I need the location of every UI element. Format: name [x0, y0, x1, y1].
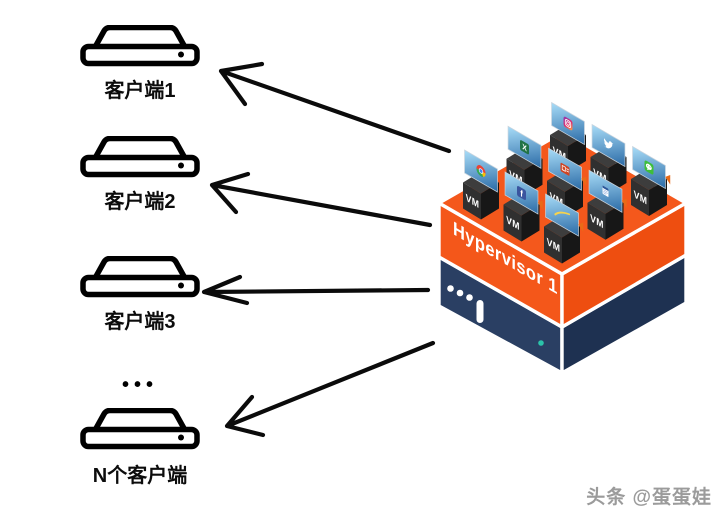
vm-cube-facebook: VM f [503, 171, 543, 242]
client-1: 客户端1 [45, 25, 235, 103]
power-bar [476, 300, 484, 323]
client-n: ••• N个客户端 [45, 374, 235, 488]
vm-screen [632, 145, 671, 190]
screen-arrow-marker [581, 176, 587, 187]
instagram-icon [563, 116, 573, 131]
excel-icon: X [520, 140, 530, 155]
vm-screen [545, 193, 584, 237]
arrow-to-client-3 [201, 274, 431, 306]
wechat-icon [644, 160, 654, 175]
client-1-label: 客户端1 [104, 80, 176, 102]
status-led [538, 340, 544, 346]
vm-stack: VM VM X VM [463, 101, 671, 264]
vm-screen [591, 123, 626, 168]
word-document-icon [602, 185, 609, 197]
screen-arrow-marker [621, 198, 627, 209]
power-dots [447, 285, 473, 301]
vm-cube-word: VM [587, 169, 627, 240]
more-clients-ellipsis: ••• [121, 374, 158, 396]
desktop-wallpaper-icon [554, 211, 571, 216]
vm-cube-chrome: VM [463, 149, 499, 220]
watermark: 头条 @蛋蛋娃 [586, 487, 712, 508]
chrome-icon [476, 165, 486, 177]
client-2: 客户端2 [45, 136, 235, 214]
twitter-bird-icon [603, 138, 614, 149]
arrow-to-client-2 [209, 171, 433, 228]
svg-text:X: X [522, 142, 527, 154]
screen-arrow-marker [537, 200, 543, 210]
facebook-icon: f [517, 185, 527, 201]
svg-text:f: f [520, 188, 523, 200]
vm-screen: X [507, 125, 542, 169]
client-3-label: 客户端3 [104, 311, 176, 333]
vm-screen [551, 101, 585, 146]
arrow-to-client-n [224, 340, 436, 438]
vm-cube-wechat: VM [631, 145, 671, 216]
arrow-to-client-1 [218, 61, 452, 154]
screen-arrow-marker [665, 175, 671, 185]
vm-screen [464, 149, 498, 193]
powerpoint-icon [560, 162, 570, 176]
client-n-label: N个客户端 [92, 465, 188, 487]
screen-arrow-marker [578, 222, 584, 232]
arrows [201, 61, 452, 438]
client-3: 客户端3 [45, 256, 235, 334]
client-2-label: 客户端2 [104, 191, 176, 213]
vm-screen [548, 147, 587, 191]
vm-screen: f [504, 171, 543, 215]
hypervisor-box: Hypervisor 1 VM VM [437, 101, 688, 375]
vm-cube-wallpaper: VM [544, 193, 584, 264]
vm-screen [588, 169, 627, 213]
